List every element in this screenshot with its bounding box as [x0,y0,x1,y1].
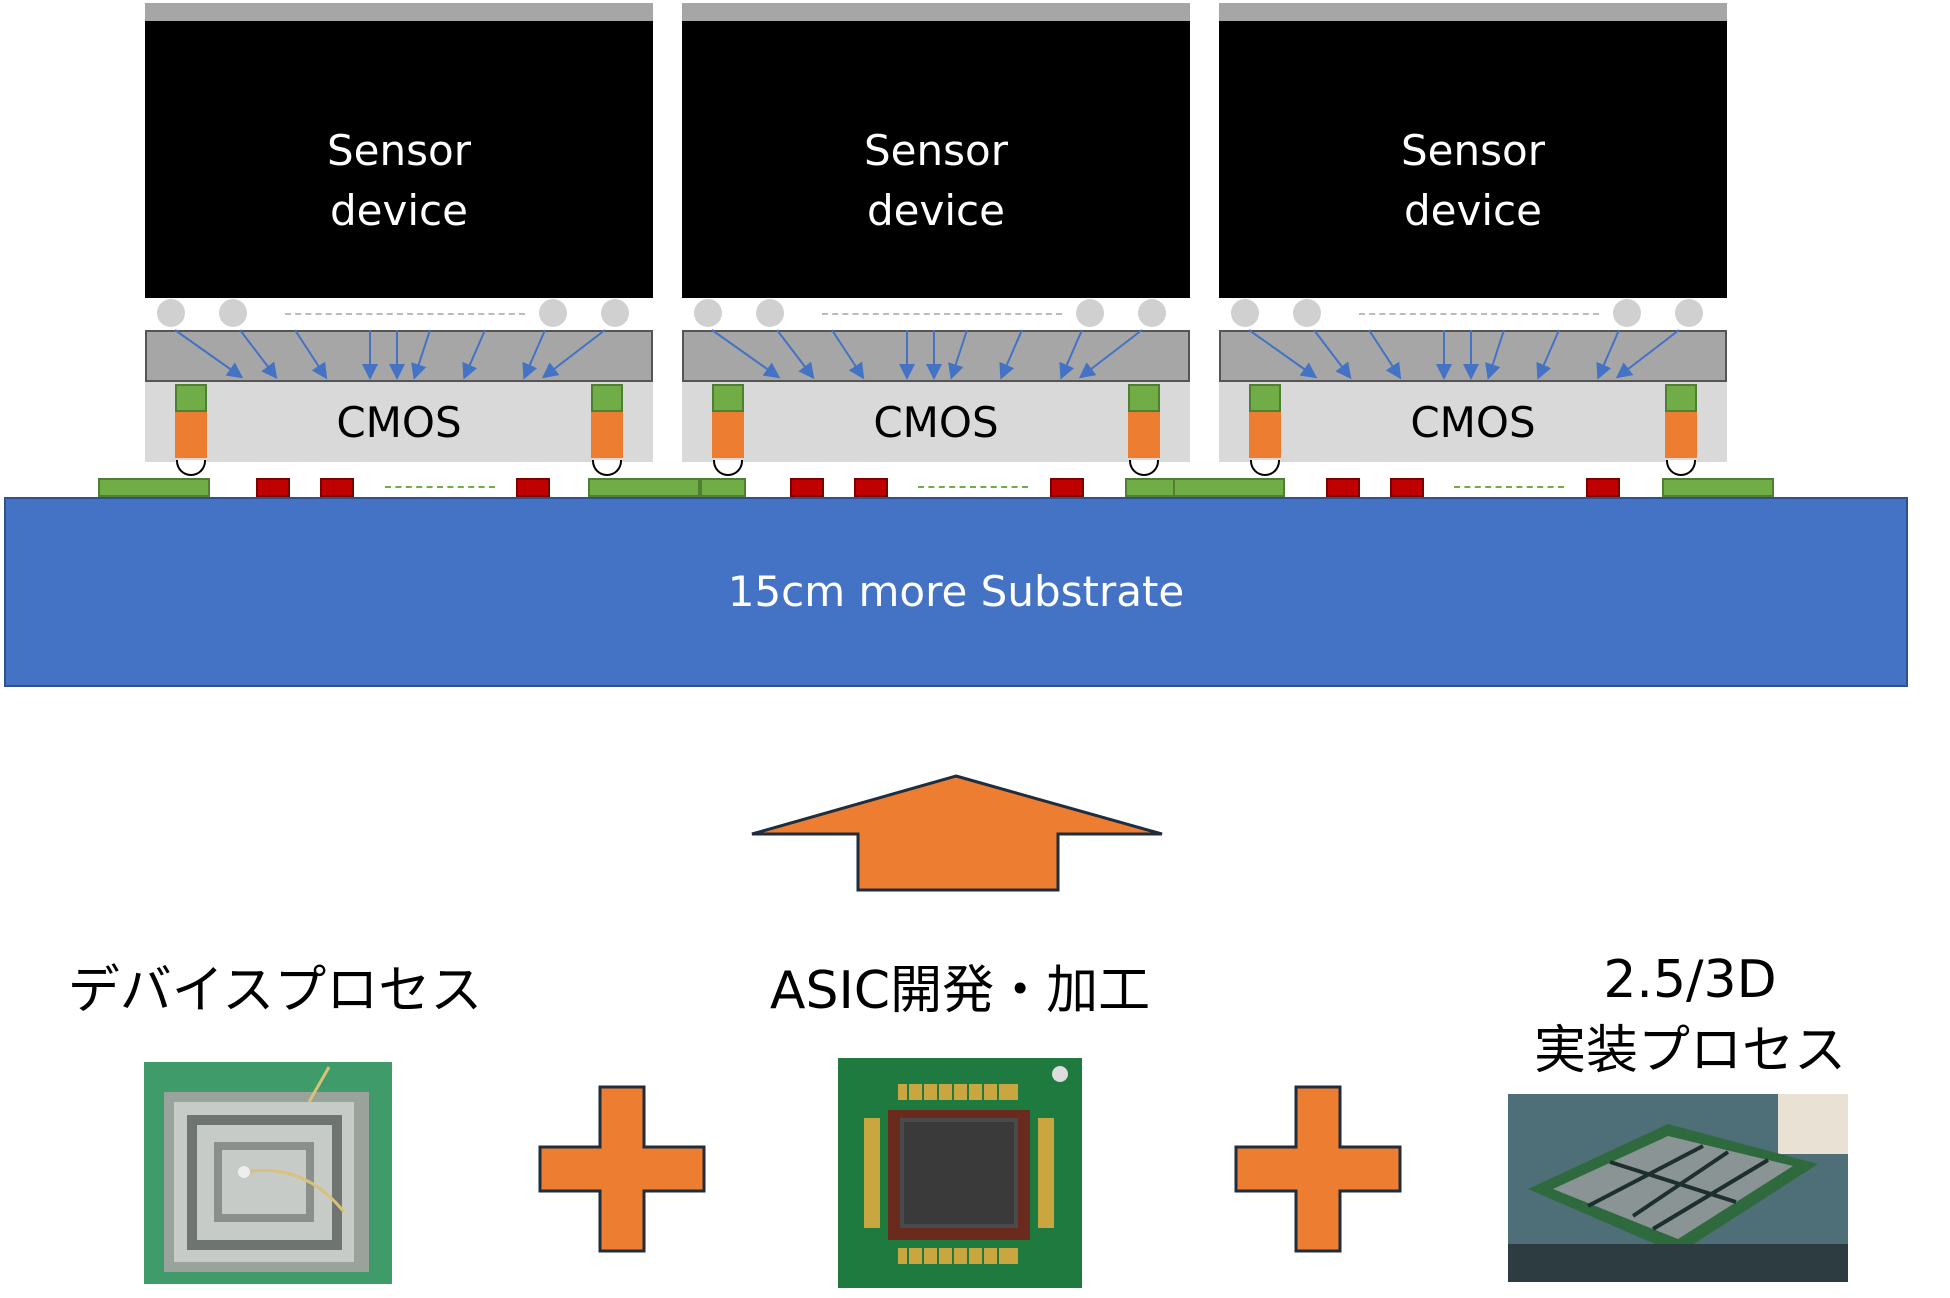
via-top [1249,384,1281,412]
device-photo [144,1062,392,1284]
solder-ball [1138,299,1166,327]
via-bottom [1249,412,1281,458]
via-bottom [591,412,623,458]
via-top [1128,384,1160,412]
solder-ball [1293,299,1321,327]
signal-arrows-icon [1248,329,1680,380]
chip-pad [1390,478,1424,497]
substrate-pad [1662,478,1774,497]
cmos-label: CMOS [873,398,999,447]
substrate-label: 15cm more Substrate [727,567,1185,616]
signal-arrows-icon [174,329,606,380]
substrate-pad [98,478,210,497]
chip-pad [256,478,290,497]
chip-pad [320,478,354,497]
sensor-label-line2: device [330,186,468,235]
signal-arrows-icon [711,329,1143,380]
micro-bump [176,460,206,476]
sensor-label-line2: device [1404,186,1542,235]
micro-bump [592,460,622,476]
via-top [591,384,623,412]
sensor-label-line2: device [867,186,1005,235]
micro-bump [713,460,743,476]
substrate-pad [1173,478,1285,497]
cmos-label: CMOS [336,398,462,447]
sensor-device: Sensor device [1219,21,1727,298]
cmos-chip: CMOS [1219,382,1727,462]
sensor-device: Sensor device [682,21,1190,298]
solder-ball [1076,299,1104,327]
chip-pad [516,478,550,497]
solder-ball [1231,299,1259,327]
via-bottom [1128,412,1160,458]
substrate-pad [700,478,746,497]
plus-icon-1 [538,1085,706,1253]
solder-ball [601,299,629,327]
micro-bump [1129,460,1159,476]
label-asic: ASIC開発・加工 [769,961,1151,1021]
substrate: 15cm more Substrate [4,497,1908,687]
via-bottom [175,412,207,458]
label-device-process: デバイスプロセス [67,961,483,1021]
solder-ball [219,299,247,327]
via-bottom [1665,412,1697,458]
solder-ball [1613,299,1641,327]
ball-continuation-dash [822,313,1062,315]
sensor-device: Sensor device [145,21,653,298]
via-bottom [712,412,744,458]
chip-pad [1326,478,1360,497]
chip-pad [790,478,824,497]
label-packaging-line2: 実装プロセス [1533,1021,1846,1081]
label-packaging-line1: 2.5/3D [1603,950,1777,1010]
sensor-top-strip [1219,3,1727,21]
substrate-pad [588,478,700,497]
chip-pad [1050,478,1084,497]
up-arrow-icon [751,774,1163,892]
micro-bump [1250,460,1280,476]
sensor-label-line1: Sensor [327,126,471,175]
sensor-top-strip [145,3,653,21]
solder-ball [539,299,567,327]
packaging-photo [1508,1094,1848,1282]
solder-ball [694,299,722,327]
solder-ball [1675,299,1703,327]
pad-continuation-dash [1454,486,1564,488]
substrate-pad [1125,478,1175,497]
ball-continuation-dash [285,313,525,315]
micro-bump [1666,460,1696,476]
via-top [712,384,744,412]
pad-continuation-dash [385,486,495,488]
cmos-chip: CMOS [682,382,1190,462]
cmos-chip: CMOS [145,382,653,462]
sensor-label-line1: Sensor [864,126,1008,175]
via-top [1665,384,1697,412]
solder-ball [756,299,784,327]
sensor-top-strip [682,3,1190,21]
cmos-label: CMOS [1410,398,1536,447]
pad-continuation-dash [918,486,1028,488]
chip-pad [1586,478,1620,497]
asic-photo [838,1058,1082,1288]
via-top [175,384,207,412]
solder-ball [157,299,185,327]
sensor-label-line1: Sensor [1401,126,1545,175]
ball-continuation-dash [1359,313,1599,315]
chip-pad [854,478,888,497]
plus-icon-2 [1234,1085,1402,1253]
